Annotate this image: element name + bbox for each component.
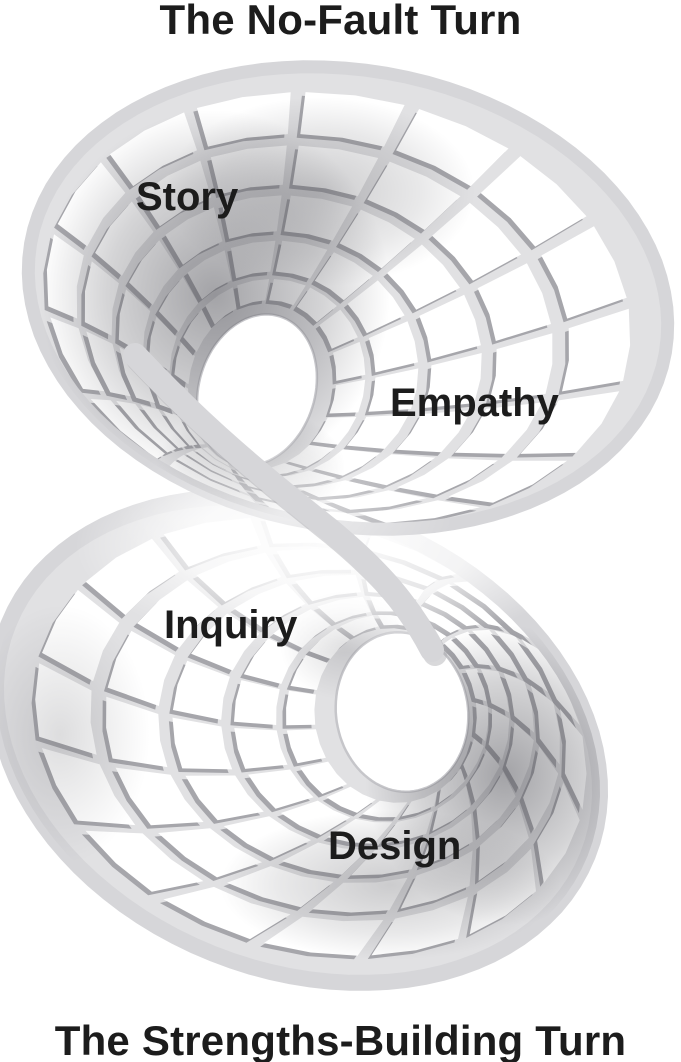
figure-title-top: The No-Fault Turn: [159, 0, 522, 43]
label-design: Design: [328, 824, 462, 868]
label-inquiry: Inquiry: [164, 603, 298, 647]
figure-title-bottom: The Strengths-Building Turn: [54, 1017, 627, 1062]
tail-fade: [115, 427, 455, 597]
label-story: Story: [136, 175, 239, 219]
ribbon-band: [123, 343, 444, 662]
label-empathy: Empathy: [390, 381, 559, 425]
